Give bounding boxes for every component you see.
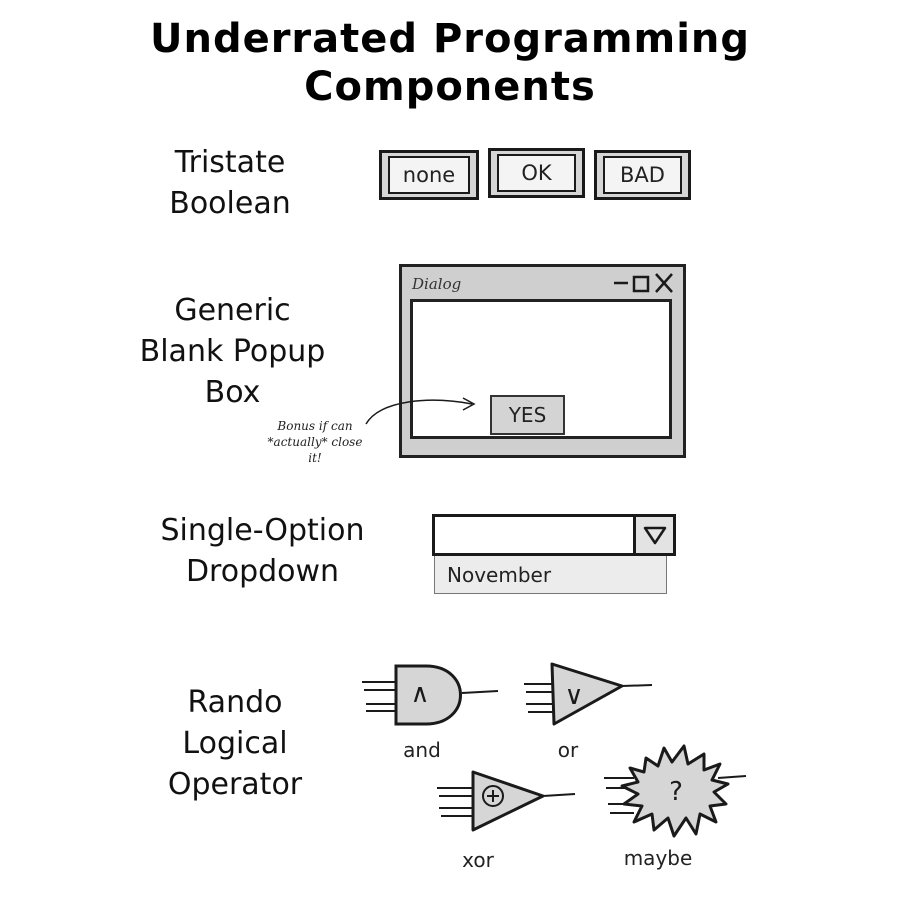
popup-label-line-3: Box (204, 375, 261, 410)
maybe-gate-icon: ? (604, 744, 747, 838)
and-gate-label: and (403, 738, 441, 762)
or-symbol: ∨ (564, 681, 583, 711)
window-controls (614, 273, 673, 293)
dropdown-label-line-2: Dropdown (185, 554, 340, 589)
popup-label: Generic Blank Popup Box (110, 290, 355, 413)
page-title-line-2: Components (304, 64, 596, 110)
dropdown-toggle[interactable] (633, 517, 673, 553)
tristate-none-button[interactable]: none (379, 150, 479, 200)
popup-label-line-1: Generic (174, 293, 291, 328)
tristate-label-line-2: Boolean (169, 186, 291, 221)
maximize-icon[interactable] (632, 275, 650, 293)
tristate-bad-button[interactable]: BAD (594, 150, 691, 200)
bonus-note-line-3: it! (308, 451, 322, 465)
bonus-note-line-2: *actually* close (267, 435, 363, 449)
tristate-ok-button[interactable]: OK (488, 148, 585, 198)
dropdown-label-line-1: Single-Option (160, 513, 365, 548)
tristate-bad-label: BAD (603, 156, 682, 194)
maybe-question-mark: ? (669, 777, 683, 807)
and-symbol: ∧ (410, 679, 429, 709)
logic-label-line-3: Operator (167, 767, 303, 802)
or-gate-icon: ∨ (524, 662, 653, 726)
bonus-arrow-icon (365, 397, 476, 425)
dropdown-label: Single-Option Dropdown (120, 510, 405, 592)
tristate-label-line-1: Tristate (174, 145, 286, 180)
page-title-line-1: Underrated Programming (149, 16, 751, 62)
logic-label-line-2: Logical (182, 726, 288, 761)
popup-label-line-2: Blank Popup (139, 334, 326, 369)
tristate-label: Tristate Boolean (130, 142, 330, 224)
maybe-gate-label: maybe (623, 846, 693, 870)
dialog-window: Dialog (399, 264, 686, 458)
close-icon[interactable] (655, 273, 673, 293)
dialog-title: Dialog (412, 275, 462, 293)
logic-label: Rando Logical Operator (140, 682, 330, 805)
xor-gate-label: xor (462, 848, 494, 872)
dropdown-field[interactable] (432, 514, 676, 556)
or-gate-label: or (557, 738, 579, 762)
logic-label-line-1: Rando (187, 685, 283, 720)
yes-button[interactable]: YES (490, 395, 565, 435)
and-gate-icon: ∧ (362, 664, 499, 726)
dropdown-option-november[interactable]: November (434, 556, 667, 594)
tristate-ok-label: OK (497, 154, 576, 192)
triangle-down-icon (643, 526, 666, 545)
bonus-note: Bonus if can *actually* close it! (255, 418, 375, 466)
xor-circle-plus-icon (482, 785, 504, 807)
tristate-none-label: none (388, 156, 470, 194)
bonus-note-line-1: Bonus if can (277, 419, 353, 433)
xor-gate-icon (437, 770, 576, 832)
